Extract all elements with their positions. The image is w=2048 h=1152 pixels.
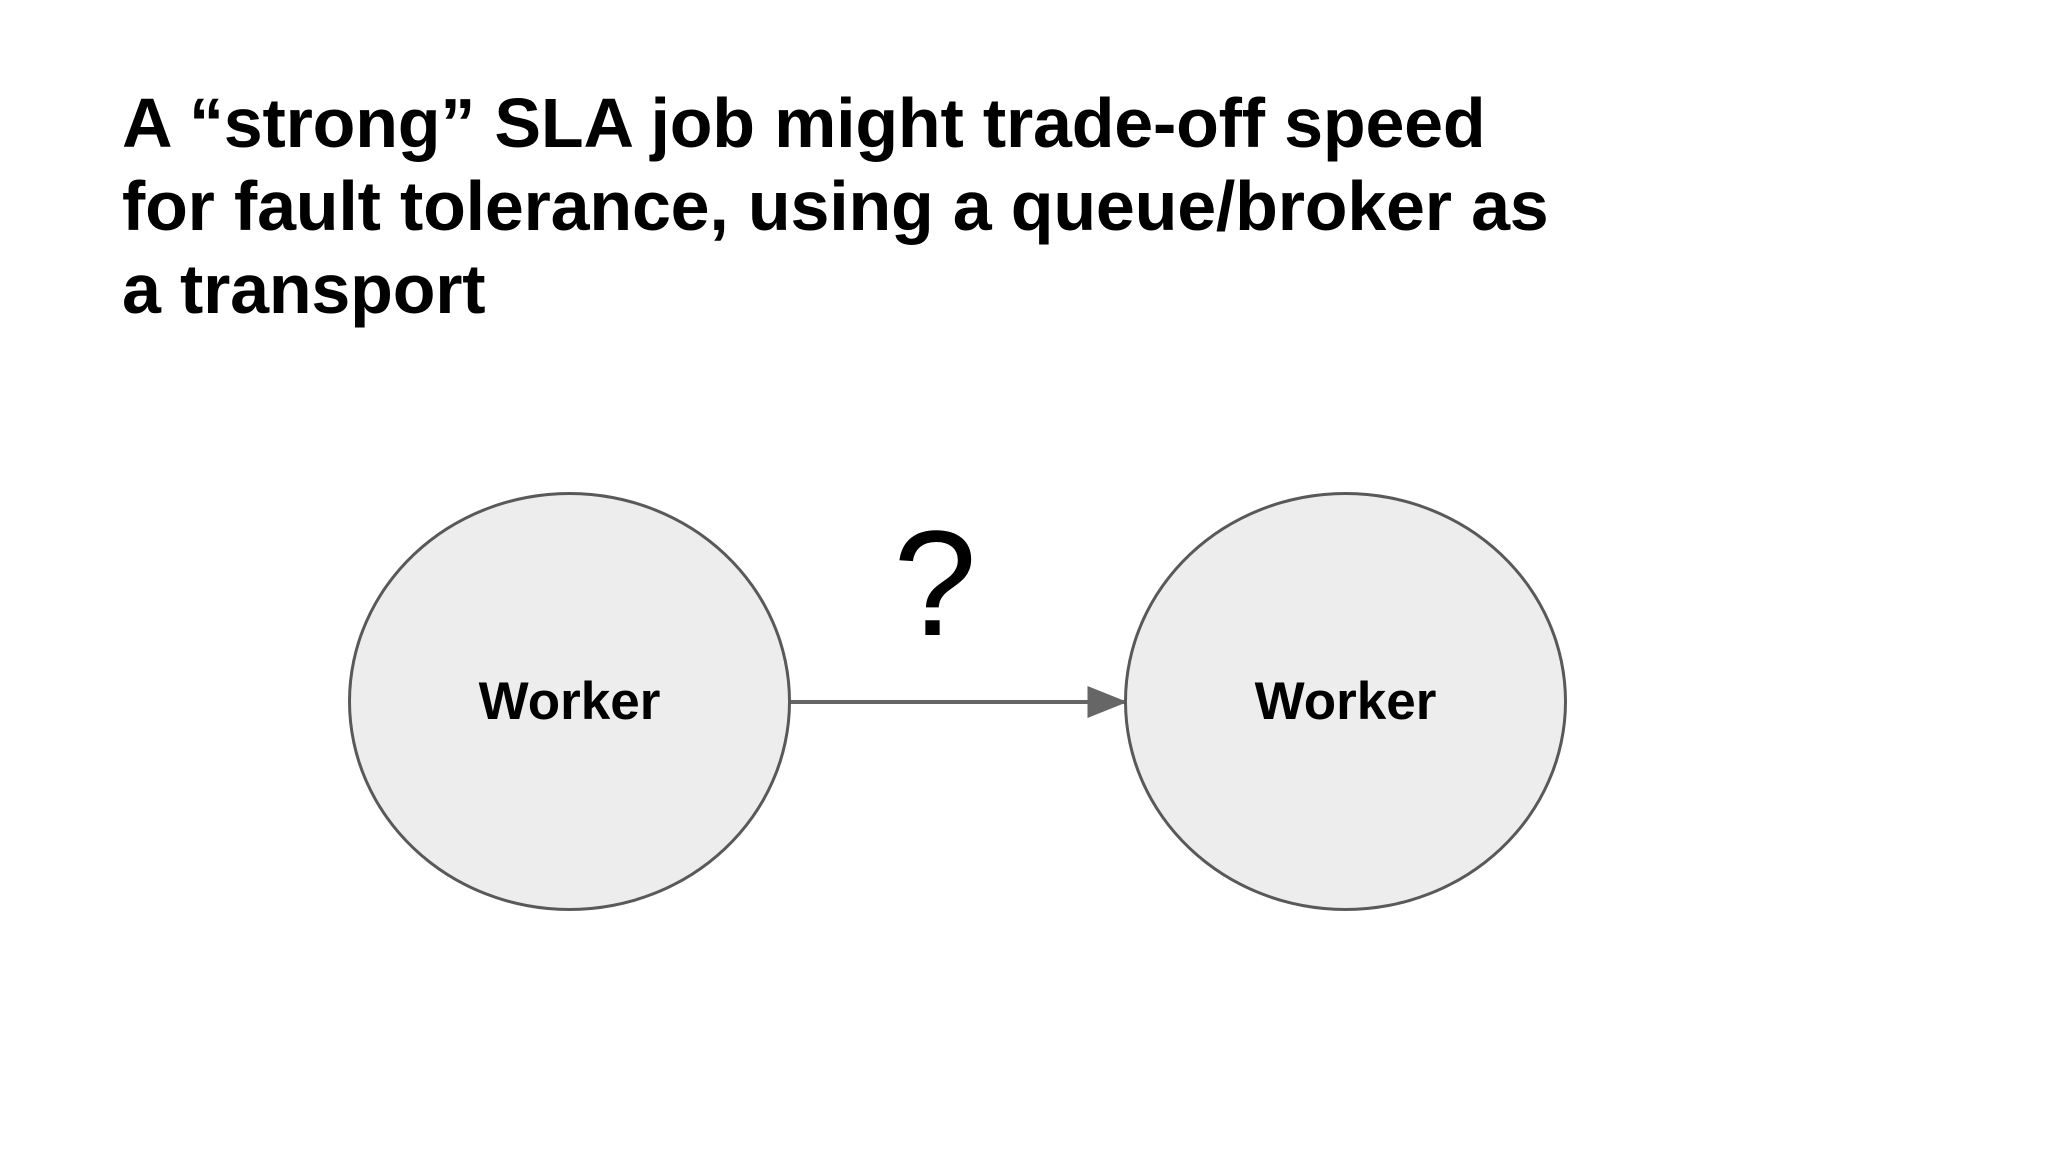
title-line-1: A “strong” SLA job might trade-off speed (122, 84, 1486, 162)
title-line-3: a transport (122, 250, 486, 328)
title-line-2: for fault tolerance, using a queue/broke… (122, 167, 1549, 245)
node-worker-left[interactable]: Worker (348, 492, 791, 911)
node-worker-left-label: Worker (478, 672, 661, 731)
question-mark-annotation: ? (893, 499, 977, 667)
node-worker-right[interactable]: Worker (1124, 492, 1567, 911)
page-title: A “strong” SLA job might trade-off speed… (122, 82, 1922, 331)
arrow-worker-left-to-worker-right (784, 686, 1128, 718)
node-worker-right-label: Worker (1254, 672, 1437, 731)
